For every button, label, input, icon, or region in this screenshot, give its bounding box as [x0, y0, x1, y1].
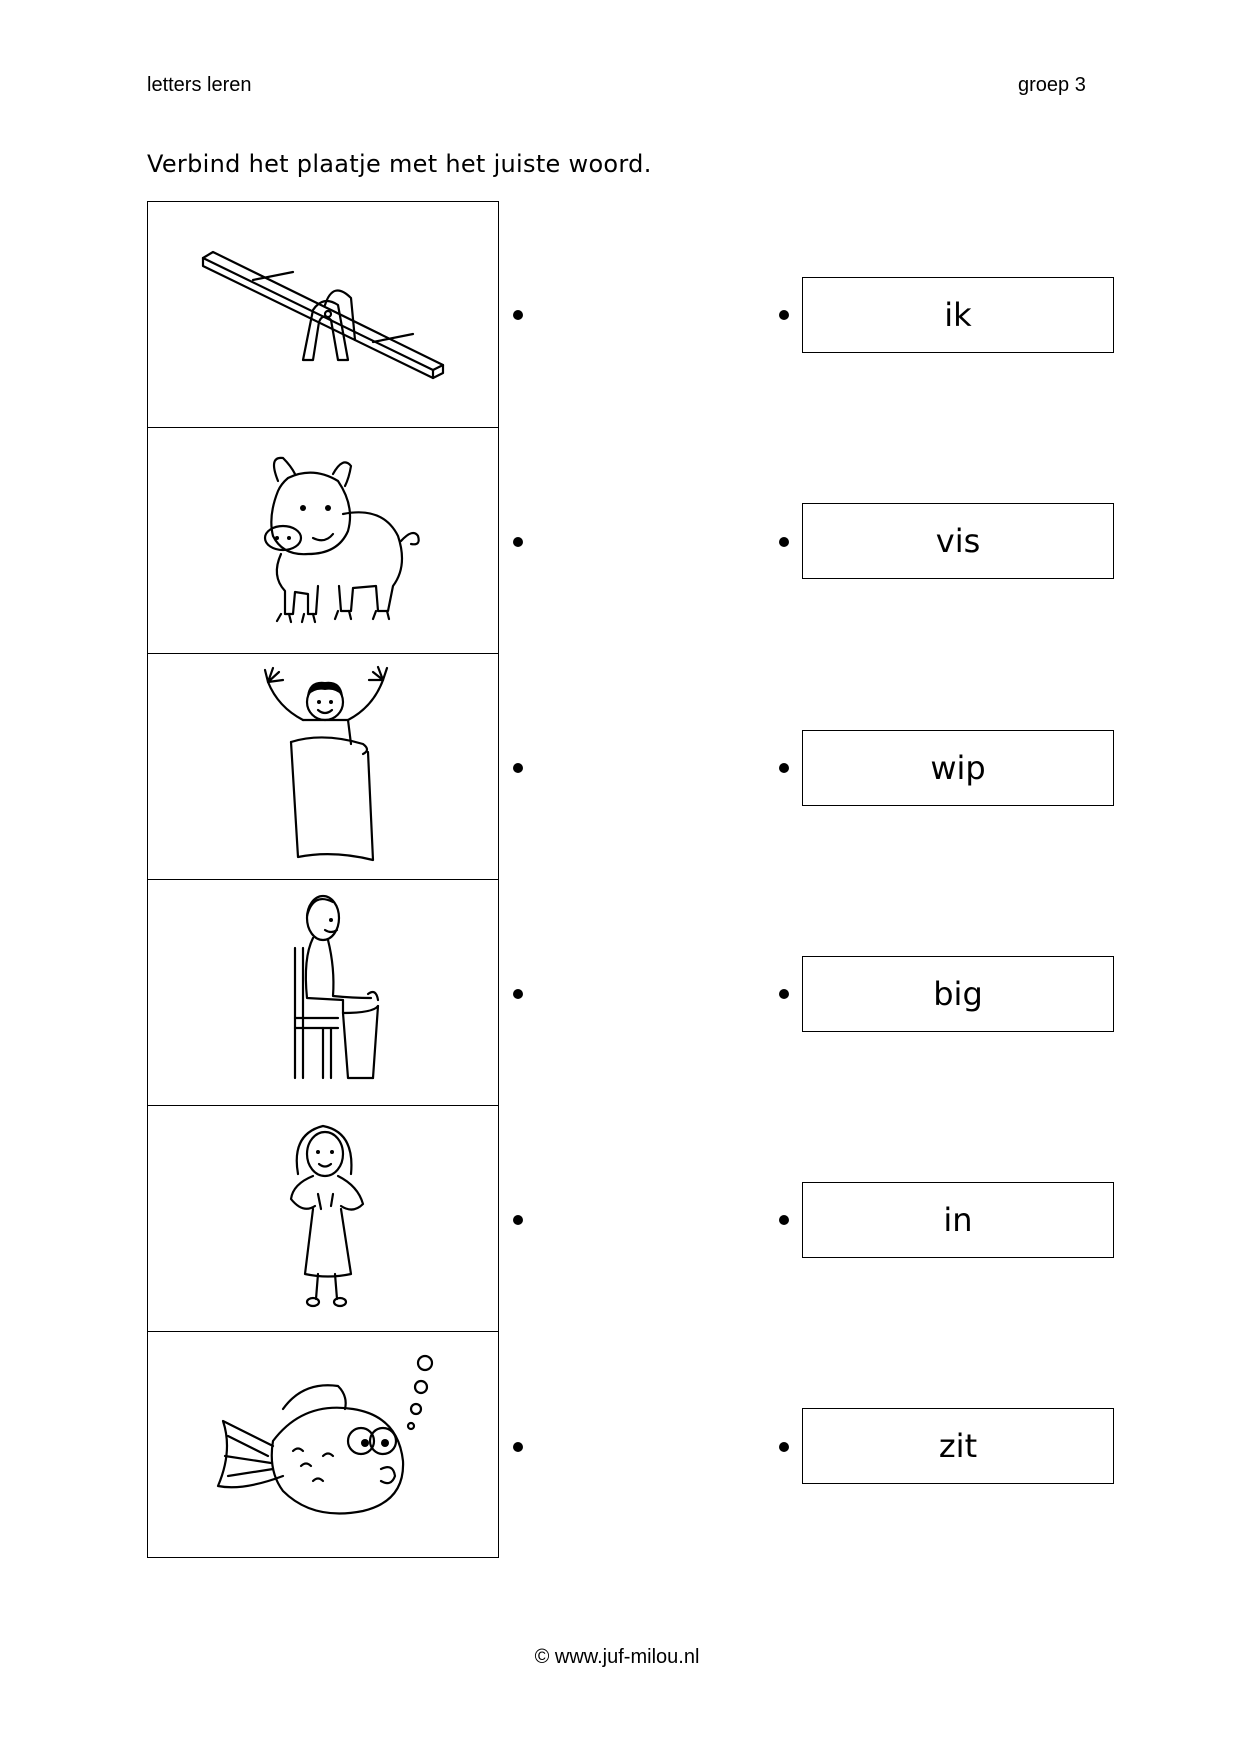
word-dot-5[interactable] [779, 1215, 789, 1225]
word-box-3: wip [802, 730, 1114, 806]
word-box-4: big [802, 956, 1114, 1032]
picture-cell-4 [148, 880, 498, 1107]
word-dot-3[interactable] [779, 763, 789, 773]
word-dot-4[interactable] [779, 989, 789, 999]
picture-column [147, 201, 499, 1558]
footer-copyright: © www.juf-milou.nl [0, 1646, 1240, 1669]
pig-icon [263, 456, 420, 623]
picture-cell-2 [148, 428, 498, 655]
boy-in-tube-icon [263, 665, 389, 861]
header-right: groep 3 [1018, 74, 1086, 96]
word-box-1: ik [802, 277, 1114, 353]
picture-dot-1[interactable] [513, 310, 523, 320]
picture-dot-6[interactable] [513, 1442, 523, 1452]
picture-cell-1 [148, 202, 498, 429]
footer-text: © www.juf-milou.nl [534, 1646, 700, 1668]
word-dot-6[interactable] [779, 1442, 789, 1452]
instruction-text: Verbind het plaatje met het juiste woord… [147, 150, 652, 178]
girl-icon [289, 1124, 365, 1308]
picture-dot-2[interactable] [513, 537, 523, 547]
picture-dot-4[interactable] [513, 989, 523, 999]
fish-icon [216, 1354, 434, 1515]
word-dot-2[interactable] [779, 537, 789, 547]
picture-cell-5 [148, 1106, 498, 1333]
picture-dot-5[interactable] [513, 1215, 523, 1225]
picture-cell-3 [148, 654, 498, 881]
sitting-man-icon [293, 894, 380, 1079]
seesaw-icon [201, 250, 445, 379]
word-box-2: vis [802, 503, 1114, 579]
picture-cell-6 [148, 1332, 498, 1558]
word-box-6: zit [802, 1408, 1114, 1484]
word-dot-1[interactable] [779, 310, 789, 320]
word-box-5: in [802, 1182, 1114, 1258]
header-left: letters leren [147, 74, 252, 96]
picture-dot-3[interactable] [513, 763, 523, 773]
